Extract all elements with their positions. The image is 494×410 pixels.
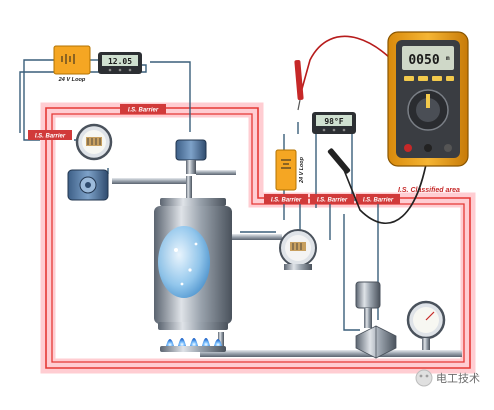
panel-meter-right: 98°F [312, 112, 356, 134]
loop-label-left: 24 V Loop [58, 77, 86, 83]
pressure-transmitter [67, 169, 109, 201]
gas-burner [160, 338, 226, 352]
multimeter-display: 0050 [408, 53, 439, 68]
barrier-label-top: I.S. Barrier [128, 108, 159, 114]
pressure-gauge-left [75, 123, 113, 161]
barrier-label-left: I.S. Barrier [35, 134, 66, 140]
multimeter-unit: m [446, 55, 450, 62]
barrier-left: I.S. Barrier [28, 130, 72, 140]
classified-area-boundary [40, 102, 476, 374]
right-meter-display: 98°F [324, 117, 343, 126]
black-probe [327, 148, 351, 174]
barrier-top: I.S. Barrier [120, 104, 166, 114]
process-vessel [154, 198, 232, 330]
barrier-label-1: I.S. Barrier [271, 198, 302, 204]
left-meter-display: 12.05 [108, 57, 132, 66]
control-valve [355, 281, 397, 359]
barrier-1: I.S. Barrier [264, 194, 308, 204]
barrier-label-2: I.S. Barrier [317, 198, 348, 204]
loop-label-right: 24 V Loop [299, 156, 305, 183]
panel-meter-left: 12.05 [98, 52, 142, 74]
watermark-text: 电工技术 [436, 372, 480, 385]
pressure-gauge-right [406, 300, 446, 350]
barrier-3: I.S. Barrier [356, 194, 400, 204]
loop-power-supply-left: 24 V Loop [53, 45, 91, 83]
valve-actuator [175, 139, 207, 174]
barrier-label-3: I.S. Barrier [363, 198, 394, 204]
red-probe [294, 59, 304, 111]
temperature-transmitter [279, 229, 317, 270]
digital-multimeter: 0050 m [387, 31, 469, 167]
watermark: 电工技术 [415, 369, 480, 387]
barrier-2: I.S. Barrier [310, 194, 354, 204]
classified-area-label: I.S. Classified area [398, 187, 460, 194]
loop-power-supply-right: 24 V Loop [275, 149, 305, 191]
